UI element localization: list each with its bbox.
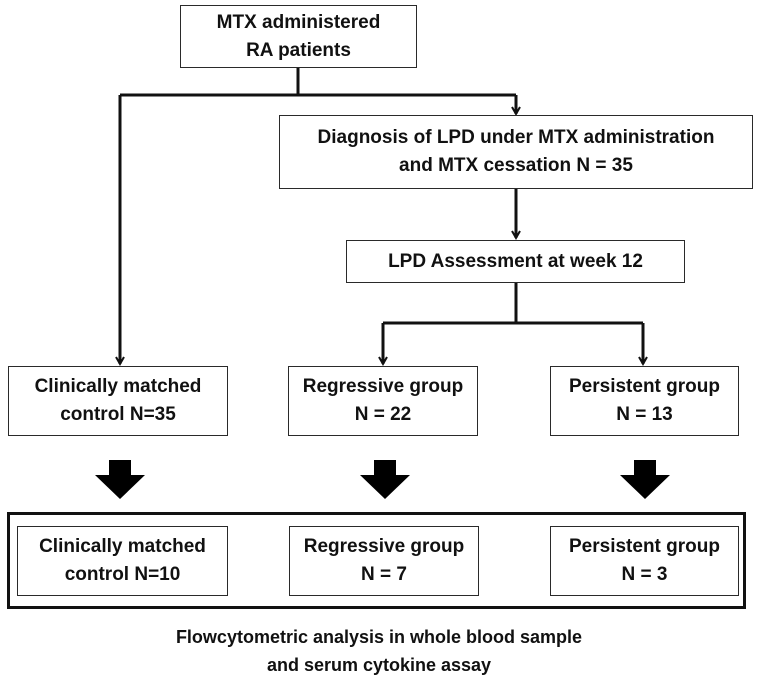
diagnosis-node-line2: and MTX cessation N = 35 xyxy=(399,155,633,176)
caption-line2: and serum cytokine assay xyxy=(266,655,492,675)
diagnosis-node: Diagnosis of LPD under MTX administratio… xyxy=(279,115,753,189)
assessment-node-line1: LPD Assessment at week 12 xyxy=(388,250,643,272)
regressive-bottom-node: Regressive group N = 7 xyxy=(289,526,479,596)
persistent-top-line1: Persistent group xyxy=(569,376,720,397)
persistent-top-line2: N = 13 xyxy=(616,404,673,425)
analysis-group-frame xyxy=(7,512,746,609)
start-node-line1: MTX administered xyxy=(216,11,381,33)
control-top-line2: control N=35 xyxy=(60,404,176,425)
diagnosis-node-line1: Diagnosis of LPD under MTX administratio… xyxy=(317,127,715,148)
control-bottom-line2: control N=10 xyxy=(64,564,181,585)
regressive-top-line1: Regressive group xyxy=(302,376,464,397)
start-node: MTX administered RA patients xyxy=(180,5,417,68)
control-bottom-line1: Clinically matched xyxy=(39,536,206,557)
control-top-node: Clinically matched control N=35 xyxy=(8,366,228,436)
block-arrow-control xyxy=(95,460,145,499)
block-arrow-regressive xyxy=(360,460,410,499)
control-top-line1: Clinically matched xyxy=(34,376,202,397)
start-node-line2: RA patients xyxy=(246,39,351,61)
regressive-bottom-line2: N = 7 xyxy=(361,564,407,585)
regressive-bottom-line1: Regressive group xyxy=(303,536,465,557)
persistent-top-node: Persistent group N = 13 xyxy=(550,366,739,436)
persistent-bottom-node: Persistent group N = 3 xyxy=(550,526,739,596)
persistent-bottom-line2: N = 3 xyxy=(621,564,668,585)
regressive-top-line2: N = 22 xyxy=(354,404,412,425)
persistent-bottom-line1: Persistent group xyxy=(569,536,720,557)
caption-line1: Flowcytometric analysis in whole blood s… xyxy=(175,627,583,647)
control-bottom-node: Clinically matched control N=10 xyxy=(17,526,228,596)
regressive-top-node: Regressive group N = 22 xyxy=(288,366,478,436)
assessment-node: LPD Assessment at week 12 xyxy=(346,240,685,283)
block-arrow-persistent xyxy=(620,460,670,499)
